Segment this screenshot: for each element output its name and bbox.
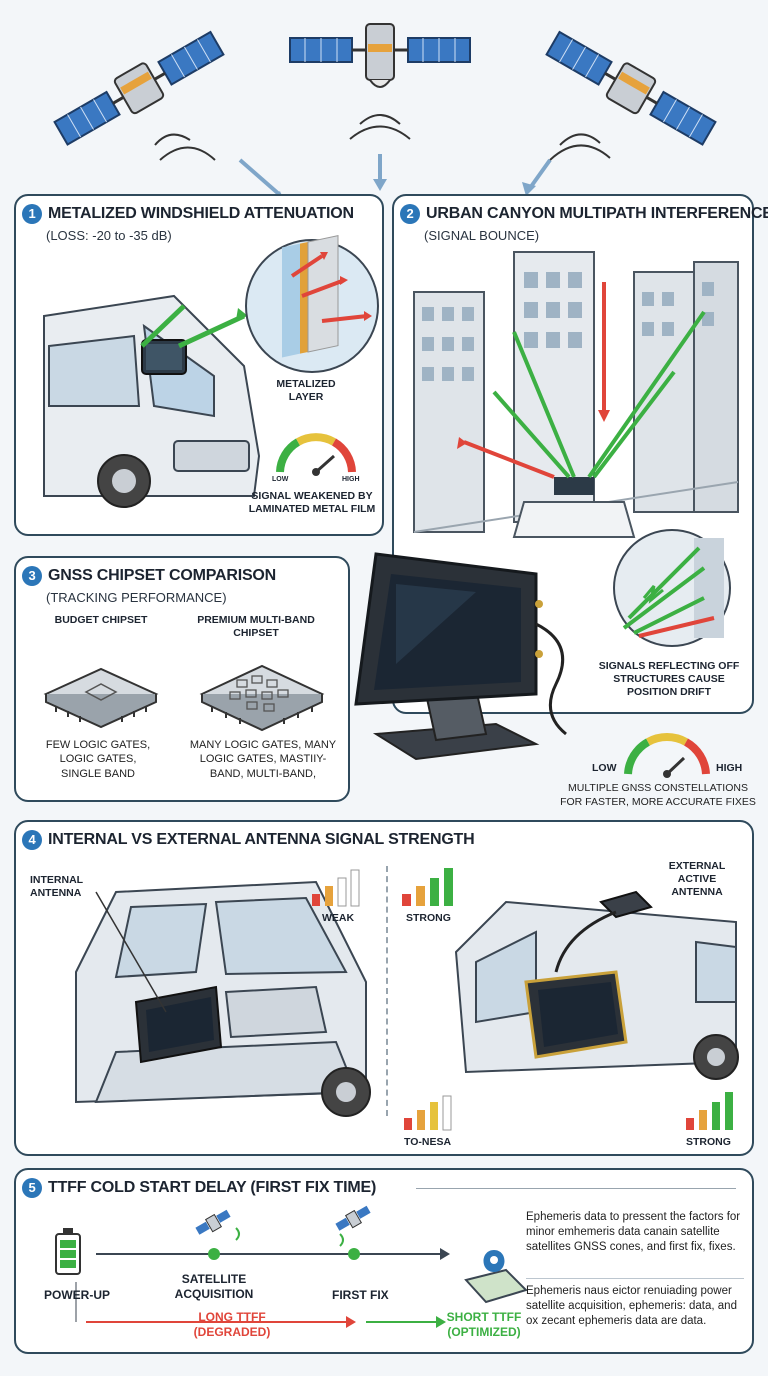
- budget-chip-description: FEW LOGIC GATES, LOGIC GATES, SINGLE BAN…: [45, 739, 151, 780]
- first-fix-label: FIRST FIX: [332, 1288, 389, 1302]
- panel-number: 2: [400, 204, 420, 224]
- panel-chipset-comparison: 3 GNSS CHIPSET COMPARISON (TRACKING PERFO…: [14, 556, 350, 802]
- panel-divider: [386, 866, 388, 1116]
- short-ttff-label: SHORT TTFF (OPTIMIZED): [446, 1310, 522, 1339]
- panel-subtitle: (LOSS: -20 to -35 dB): [46, 228, 172, 243]
- low-signal-bars-bottom: [404, 1095, 452, 1131]
- gauge-low-label: LOW: [272, 476, 289, 483]
- signal-gauge-low: [276, 433, 356, 476]
- premium-chipset-label: PREMIUM MULTI-BAND CHIPSET: [197, 614, 315, 640]
- gauge-high-label: HIGH: [716, 762, 743, 774]
- strong-signal-bars-bottom: [686, 1092, 733, 1130]
- satellite-icon-center: [289, 23, 471, 191]
- van-interior-external: [454, 890, 739, 1080]
- panel-number: 4: [22, 830, 42, 850]
- bottom-left-label: TO-NESA: [404, 1136, 452, 1148]
- panel-ttff: 5 TTFF COLD START DELAY (FIRST FIX TIME): [14, 1168, 754, 1354]
- panel-subtitle: (SIGNAL BOUNCE): [424, 228, 540, 243]
- premium-chip-icon: [199, 664, 325, 732]
- panel-title: TTFF COLD START DELAY (FIRST FIX TIME): [48, 1179, 377, 1197]
- satellite-icon-left: [53, 30, 284, 203]
- power-up-label: POWER-UP: [44, 1288, 110, 1302]
- title-rule: [416, 1188, 736, 1189]
- panel-number: 5: [22, 1178, 42, 1198]
- panel-urban-canyon: 2 URBAN CANYON MULTIPATH INTERFERENCE (SI…: [392, 194, 768, 714]
- satellite-acquisition-label: SATELLITE ACQUISITION: [174, 1272, 254, 1301]
- reflection-zoom: [613, 529, 731, 647]
- panel1-caption: SIGNAL WEAKENED BY LAMINATED METAL FILM: [248, 490, 376, 516]
- weak-label: WEAK: [322, 912, 355, 924]
- windshield-layer-zoom: [245, 234, 379, 373]
- gauge-caption: MULTIPLE GNSS CONSTELLATIONS FOR FASTER,…: [560, 782, 756, 808]
- rugged-tablet-on-stand: [354, 552, 567, 761]
- satellite-icon-right: [522, 30, 717, 196]
- ephemeris-text-2: Ephemeris naus eictor renuiading power s…: [526, 1285, 737, 1327]
- strong-label-top: STRONG: [406, 912, 451, 924]
- premium-chip-description: MANY LOGIC GATES, MANY LOGIC GATES, MAST…: [189, 739, 337, 780]
- timeline-graphic: [55, 1205, 528, 1328]
- panel-title: URBAN CANYON MULTIPATH INTERFERENCE: [426, 205, 768, 223]
- external-antenna-label: EXTERNAL ACTIVE ANTENNA: [668, 860, 726, 899]
- panel-title: INTERNAL VS EXTERNAL ANTENNA SIGNAL STRE…: [48, 831, 475, 849]
- van-illustration: [43, 294, 261, 508]
- internal-antenna-label: INTERNAL ANTENNA: [30, 874, 83, 900]
- panel-title: GNSS CHIPSET COMPARISON: [48, 567, 277, 585]
- weak-signal-bars: [312, 869, 360, 907]
- panel-title: METALIZED WINDSHIELD ATTENUATION: [48, 205, 354, 223]
- gauge-low-label: LOW: [592, 762, 617, 774]
- ephemeris-text-1: Ephemeris data to pressent the factors f…: [526, 1211, 741, 1253]
- van-interior-internal: [75, 880, 371, 1117]
- budget-chip-icon: [43, 667, 159, 729]
- panel2-caption: SIGNALS REFLECTING OFF STRUCTURES CAUSE …: [598, 660, 740, 699]
- panel-number: 1: [22, 204, 42, 224]
- panel-antenna-comparison: 4 INTERNAL VS EXTERNAL ANTENNA SIGNAL STR…: [14, 820, 754, 1156]
- text-divider: [526, 1278, 744, 1279]
- signal-gauge-high: [624, 733, 710, 778]
- panel-windshield-attenuation: 1 METALIZED WINDSHIELD ATTENUATION (LOSS:…: [14, 194, 384, 536]
- bottom-right-label: STRONG: [686, 1136, 731, 1148]
- panel-number: 3: [22, 566, 42, 586]
- city-buildings-illustration: [413, 251, 739, 538]
- strong-signal-bars-top: [402, 868, 453, 906]
- budget-chipset-label: BUDGET CHIPSET: [54, 614, 148, 626]
- metalized-layer-label: METALIZED LAYER: [276, 378, 336, 404]
- gauge-high-label: HIGH: [342, 476, 360, 483]
- long-ttff-label: LONG TTFF (DEGRADED): [193, 1310, 271, 1339]
- panel-subtitle: (TRACKING PERFORMANCE): [46, 590, 227, 605]
